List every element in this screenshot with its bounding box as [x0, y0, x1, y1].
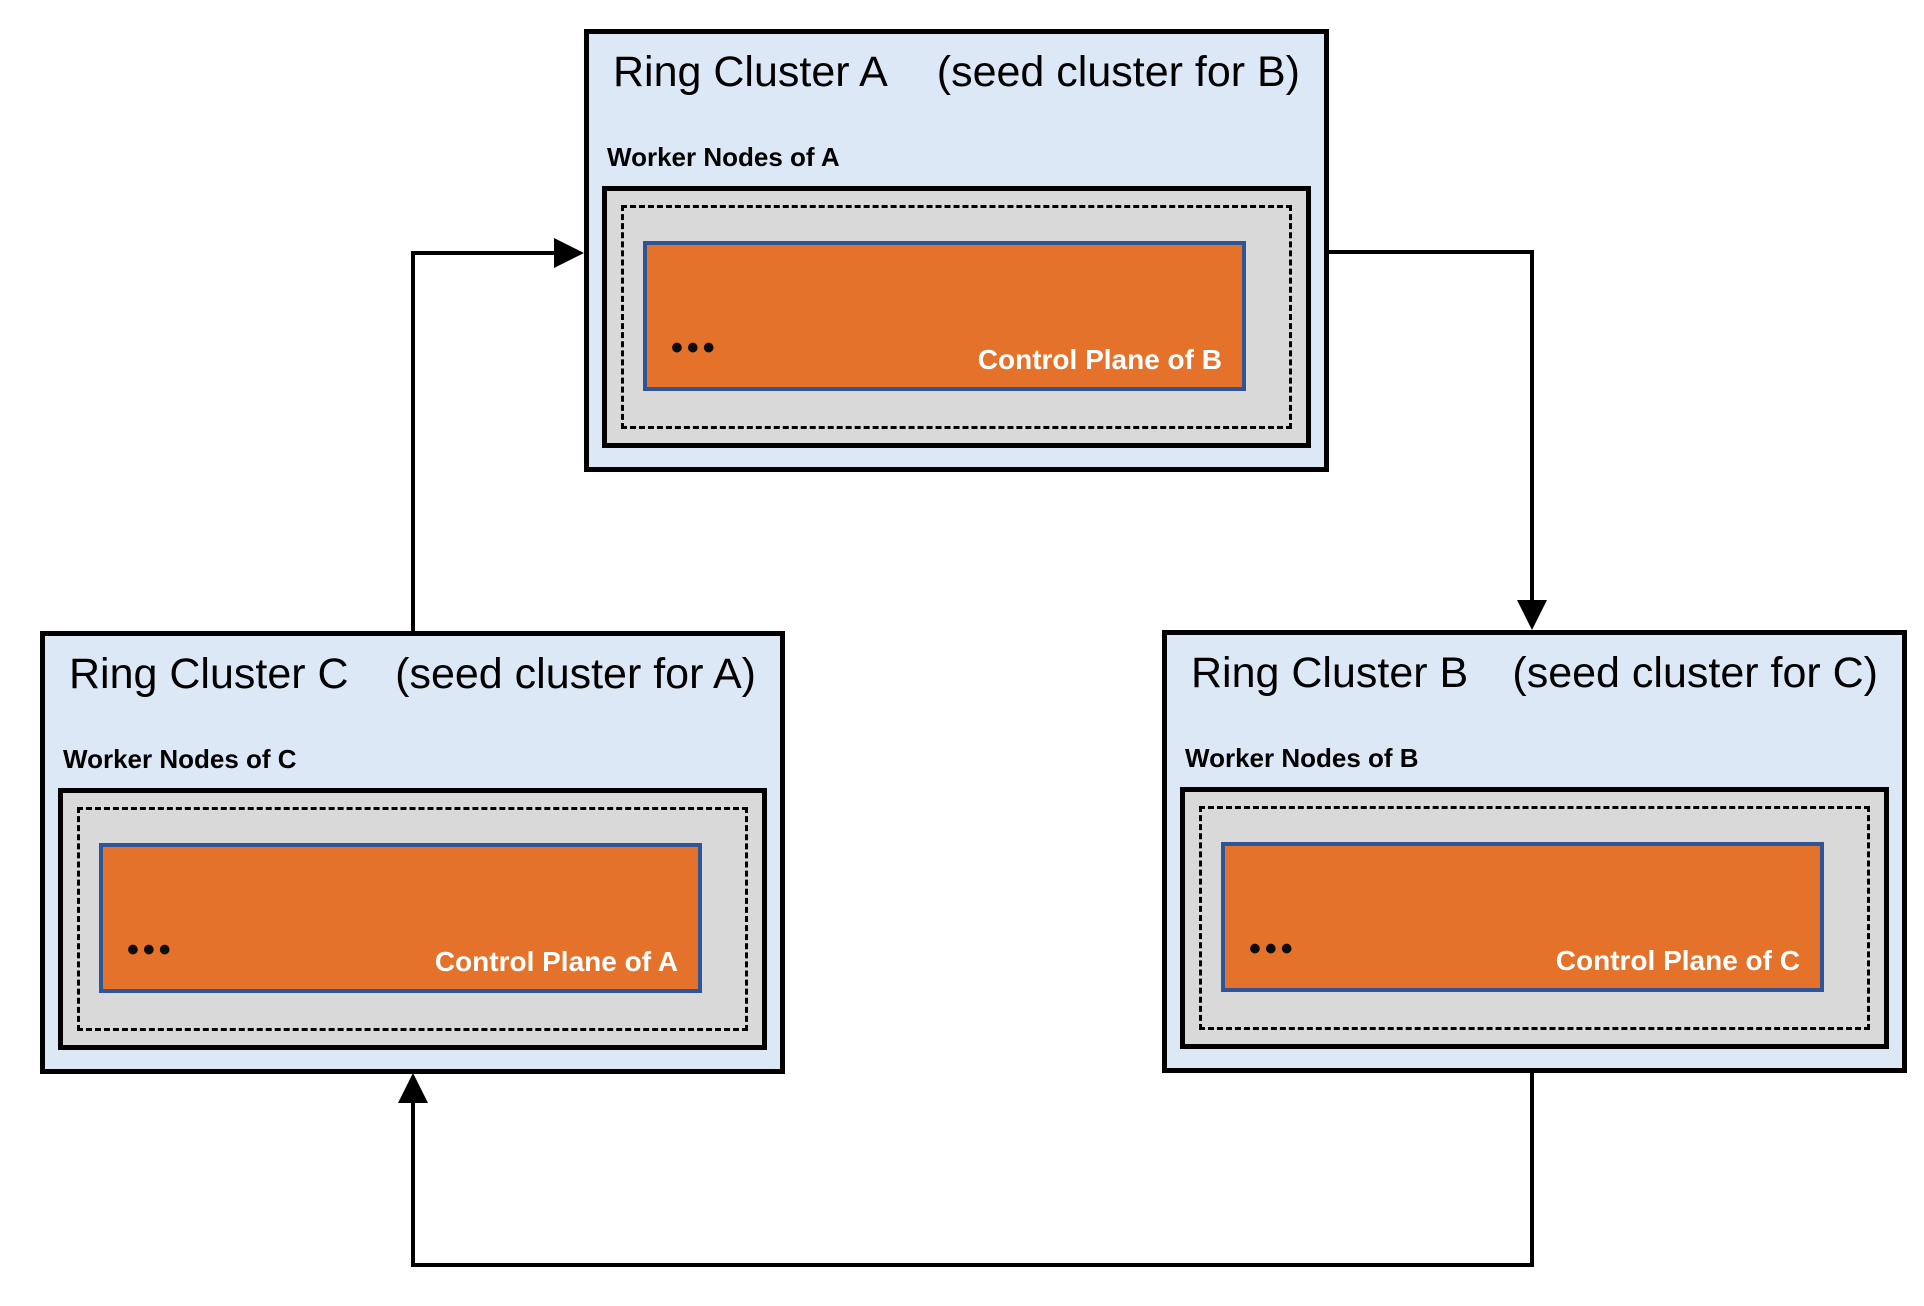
cluster-b-control-plane-label: Control Plane of C [1555, 945, 1800, 977]
cluster-b-header: Ring Cluster B (seed cluster for C) [1191, 649, 1878, 698]
cluster-a-worker-label: Worker Nodes of A [607, 142, 840, 172]
cluster-c-seed-note: (seed cluster for A) [395, 650, 756, 698]
cluster-b-control-plane: ••• Control Plane of C [1221, 842, 1824, 992]
arrow-c-to-a [411, 238, 584, 631]
cluster-a-seed-note: (seed cluster for B) [936, 48, 1300, 96]
cluster-a-header: Ring Cluster A (seed cluster for B) [613, 48, 1300, 97]
arrow-a-to-b [1329, 250, 1547, 630]
cluster-c-control-plane-label: Control Plane of A [434, 946, 678, 978]
cluster-a: Ring Cluster A (seed cluster for B) Work… [584, 29, 1329, 472]
arrow-b-to-c [398, 1073, 1534, 1267]
cluster-a-worker-box: ••• Control Plane of B [602, 186, 1311, 448]
cluster-c-dashed-border [77, 807, 748, 1031]
ellipsis-dots: ••• [671, 329, 719, 367]
cluster-b-seed-note: (seed cluster for C) [1512, 649, 1878, 697]
cluster-c-header: Ring Cluster C (seed cluster for A) [69, 650, 756, 699]
cluster-b: Ring Cluster B (seed cluster for C) Work… [1162, 630, 1907, 1073]
cluster-b-worker-label: Worker Nodes of B [1185, 743, 1419, 773]
cluster-c-worker-box: ••• Control Plane of A [58, 788, 767, 1050]
cluster-a-control-plane: ••• Control Plane of B [643, 241, 1246, 391]
cluster-c-control-plane: ••• Control Plane of A [99, 843, 702, 993]
cluster-a-title: Ring Cluster A [613, 48, 888, 96]
cluster-a-dashed-border [621, 205, 1292, 429]
cluster-b-worker-box: ••• Control Plane of C [1180, 787, 1889, 1049]
cluster-b-dashed-border [1199, 806, 1870, 1030]
cluster-a-control-plane-label: Control Plane of B [977, 344, 1222, 376]
cluster-c-title: Ring Cluster C [69, 650, 349, 698]
cluster-c-worker-label: Worker Nodes of C [63, 744, 297, 774]
ellipsis-dots: ••• [1249, 930, 1297, 968]
cluster-c: Ring Cluster C (seed cluster for A) Work… [40, 631, 785, 1074]
cluster-b-title: Ring Cluster B [1191, 649, 1469, 697]
ellipsis-dots: ••• [127, 931, 175, 969]
